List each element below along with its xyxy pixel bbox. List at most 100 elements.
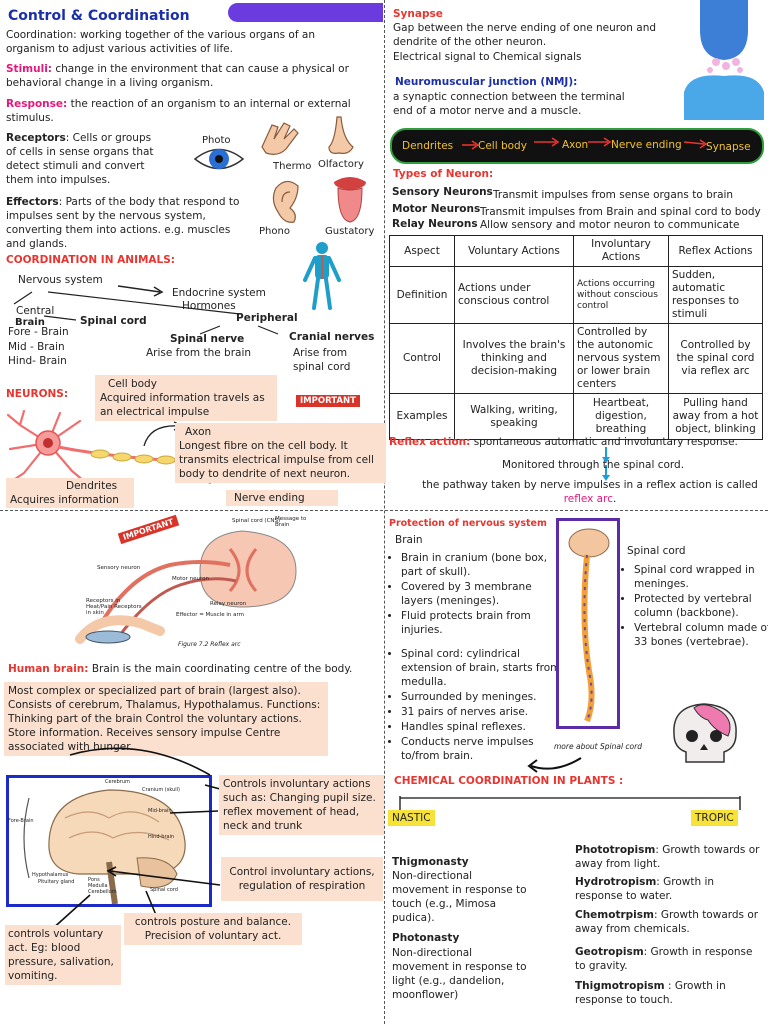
flow-axon: Axon	[562, 139, 589, 151]
synapse-desc: Gap between the nerve ending of one neur…	[393, 22, 657, 48]
motor-neurons-desc: Transmit impulses from Brain and spinal …	[480, 206, 761, 218]
photonasty-desc: Non-directional movement in response to …	[392, 947, 527, 1001]
brain-diagram-frame	[6, 775, 212, 907]
table-cell: Definition	[389, 266, 455, 324]
list-item: Handles spinal reflexes.	[401, 720, 566, 734]
axon-desc: Longest fibre on the cell body. It trans…	[179, 440, 374, 480]
spinal-cord-label: Spinal cord	[80, 315, 147, 327]
table-cell: Walking, writing, speaking	[454, 393, 574, 440]
effectors-text: : Parts of the body that respond to impu…	[6, 196, 240, 250]
table-cell: Pulling hand away from a hot object, bli…	[668, 393, 763, 440]
list-item: Spinal cord wrapped in meninges.	[634, 563, 768, 591]
neurons-heading: NEURONS:	[6, 388, 69, 400]
flow-synapse: Synapse	[706, 141, 751, 153]
stimuli-text: change in the environment that can cause…	[6, 63, 349, 89]
reflex-monitored: Monitored through the spinal cord.	[502, 459, 685, 471]
list-item: Brain in cranium (bone box, part of skul…	[401, 551, 551, 579]
table-cell: Examples	[389, 393, 455, 440]
brain-fig-cerebrum: Cerebrum	[105, 779, 130, 785]
brain-fig-hypo: Hypothalamus	[32, 872, 69, 878]
brain-diagram	[23, 789, 186, 905]
reflex-label: Reflex action:	[389, 436, 471, 448]
brain-fig-cranium: Cranium (skull)	[142, 787, 180, 793]
flow-arrows	[462, 137, 708, 150]
table-cell: Heartbeat, digestion, breathing	[573, 393, 669, 440]
thigmonasty-label: Thigmonasty	[392, 856, 469, 868]
eye-icon	[193, 148, 245, 170]
axon-title: Axon	[185, 426, 212, 438]
tropism-name: Geotropism	[575, 946, 644, 958]
brain-label: Brain	[15, 317, 45, 328]
important-stamp: IMPORTANT	[296, 395, 360, 407]
brain-protection-list: Brain in cranium (bone box, part of skul…	[387, 551, 551, 638]
human-nervous-system-icon	[303, 242, 341, 310]
curved-arrow	[527, 757, 582, 773]
fig-effector: Effector = Muscle in arm	[176, 612, 244, 618]
flow-nerve-ending: Nerve ending	[611, 139, 682, 151]
protection-heading: Protection of nervous system	[389, 518, 547, 529]
midbrain-box: Controls involuntary actions such as: Ch…	[219, 775, 384, 835]
relay-neurons-label: Relay Neurons	[392, 218, 478, 230]
synapse-heading: Synapse	[393, 8, 443, 20]
thermo-label: Thermo	[273, 161, 312, 172]
receptors-text: : Cells or groups of cells in sense orga…	[6, 132, 154, 186]
spinal-nerve-desc: Arise from the brain	[146, 347, 252, 359]
table-header: Aspect	[389, 235, 455, 267]
table-cell: Controlled by the autonomic nervous syst…	[573, 323, 669, 394]
horizontal-divider	[0, 510, 768, 511]
tropism-desc: : Growth towards or away from chemicals.	[575, 909, 759, 935]
response-text: the reaction of an organism to an intern…	[6, 98, 351, 124]
hand-icon	[261, 122, 299, 155]
list-item: Conducts nerve impulses to/from brain.	[401, 735, 566, 763]
chemotropism-item: Chemotrpism: Growth towards or away from…	[575, 908, 765, 936]
geotropism-item: Geotropism: Growth in response to gravit…	[575, 945, 765, 973]
title-accent-bar	[228, 3, 383, 22]
mid-brain-label: Mid - Brain	[8, 341, 65, 353]
sensory-neurons-desc: Transmit impulses from sense organs to b…	[493, 189, 734, 201]
reflex-arrows	[602, 447, 610, 481]
page-title: Control & Coordination	[8, 8, 190, 24]
cerebellum-box: controls posture and balance. Precision …	[124, 913, 302, 945]
cell-body-desc: Acquired information travels as an elect…	[100, 392, 265, 418]
fig-motor-neuron: Motor neuron	[172, 576, 209, 582]
list-item: Protected by vertebral column (backbone)…	[634, 592, 768, 620]
tropism-name: Hydrotropism	[575, 876, 657, 888]
more-about-spinal-cord: more about Spinal cord	[554, 742, 642, 751]
vertical-divider	[384, 0, 385, 1024]
olfactory-label: Olfactory	[318, 159, 364, 170]
coordination-definition: Coordination: working together of the va…	[6, 29, 315, 55]
tropism-desc: : Growth in response to touch.	[575, 980, 726, 1006]
spinal-cord-label: Spinal cord	[627, 545, 686, 557]
table-row: Control Involves the brain's thinking an…	[389, 323, 763, 394]
receptors-label: Receptors	[6, 132, 66, 144]
response-label: Response:	[6, 98, 68, 110]
spine-diagram	[568, 528, 610, 723]
reflex-pathway: the pathway taken by nerve impulses in a…	[416, 478, 764, 506]
synapse-signal: Electrical signal to Chemical signals	[393, 51, 582, 63]
cranial-nerves-label: Cranial nerves	[289, 331, 375, 343]
hind-brain-label: Hind- Brain	[8, 355, 67, 367]
tropism-desc: : Growth in response to gravity.	[575, 946, 753, 972]
actions-table: Aspect Voluntary Actions Involuntary Act…	[389, 235, 763, 440]
animals-branch-lines	[13, 285, 279, 335]
list-item: 31 pairs of nerves arise.	[401, 705, 566, 719]
fig-relay-neuron: Relay neuron	[210, 601, 247, 607]
photonasty-label: Photonasty	[392, 932, 460, 944]
nervous-system-label: Nervous system	[18, 274, 103, 286]
table-row: Aspect Voluntary Actions Involuntary Act…	[389, 235, 763, 267]
nmj-heading: Neuromuscular junction (NMJ):	[395, 76, 578, 88]
nerve-ending-box: Nerve ending	[226, 490, 338, 506]
synapse-illustration	[684, 0, 764, 120]
central-label: Central	[16, 305, 55, 317]
peripheral-label: Peripheral	[236, 312, 298, 324]
brain-fig-cerebellum: Cerebellum	[88, 889, 117, 895]
reflex-period: .	[612, 493, 617, 505]
tropism-desc: : Growth in response to water.	[575, 876, 715, 902]
medulla-box: Control involuntary actions, regulation …	[221, 857, 383, 901]
reflex-arc-diagram	[75, 530, 297, 644]
nastic-label: NASTIC	[388, 810, 435, 826]
dendrites-box: Dendrites Acquires information	[6, 478, 134, 508]
table-header: Reflex Actions	[668, 235, 763, 267]
human-brain-desc: Brain is the main coordinating centre of…	[88, 663, 353, 675]
sensory-neurons-label: Sensory Neurons	[392, 186, 493, 198]
